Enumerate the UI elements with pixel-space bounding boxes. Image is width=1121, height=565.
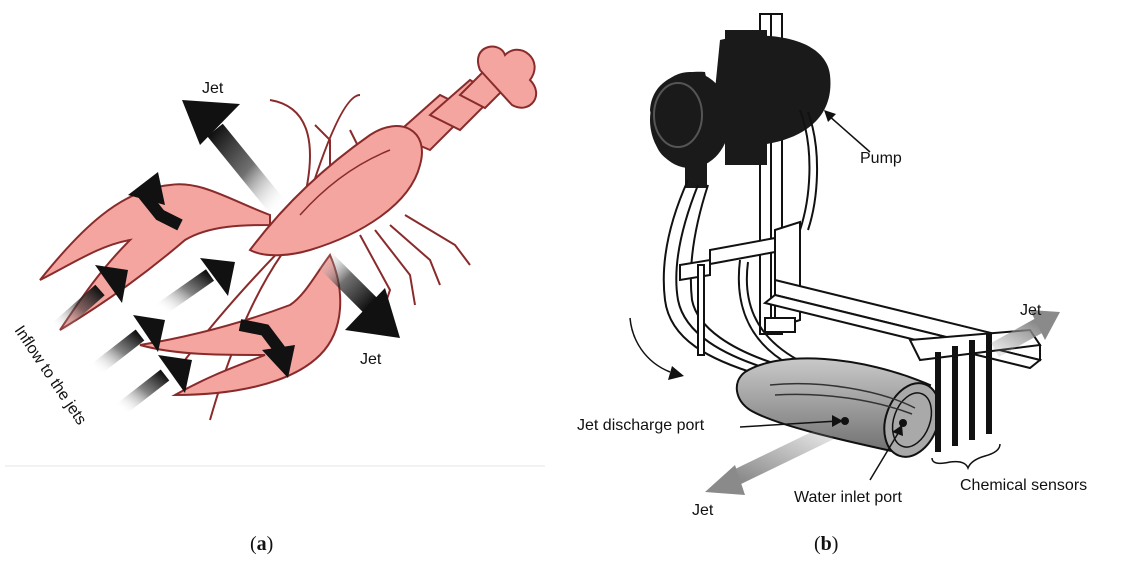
cylinder-body [737, 358, 950, 464]
robot-illustration: Pump Jet Jet discharge port Jet Water in… [560, 0, 1121, 520]
jet-label-left: Jet [692, 502, 714, 519]
panel-b-robot-diagram: Pump Jet Jet discharge port Jet Water in… [560, 0, 1121, 520]
inflow-arrow [55, 265, 128, 330]
caption-b-close-paren: ) [832, 533, 839, 555]
jet-discharge-port-label: Jet discharge port [577, 417, 705, 434]
sensors-brace [932, 444, 1000, 468]
inflow-arrow [95, 315, 165, 370]
jet-label-bottom: Jet [360, 351, 382, 368]
lobster-illustration: Jet Jet Inflow to the jets [0, 0, 560, 520]
pump [650, 30, 830, 188]
jet-label-right: Jet [1020, 302, 1042, 319]
panel-a-lobster-diagram: Jet Jet Inflow to the jets [0, 0, 560, 520]
caption-b-letter: b [821, 533, 832, 555]
inflow-arrow [120, 355, 192, 410]
caption-a: (a) [250, 533, 273, 556]
inflow-label: Inflow to the jets [11, 323, 90, 428]
water-inlet-port-dot [899, 419, 907, 427]
caption-b: (b) [814, 533, 838, 556]
inflow-arrow [160, 258, 235, 310]
caption-a-letter: a [257, 533, 267, 555]
caption-b-open-paren: ( [814, 533, 821, 555]
caption-a-open-paren: ( [250, 533, 257, 555]
water-inlet-port-label: Water inlet port [794, 489, 902, 506]
jet-arrow-left [705, 432, 830, 495]
chemical-sensors-label: Chemical sensors [960, 477, 1087, 494]
pump-label: Pump [860, 150, 902, 167]
jet-label-top: Jet [202, 80, 224, 97]
caption-a-close-paren: ) [267, 533, 274, 555]
